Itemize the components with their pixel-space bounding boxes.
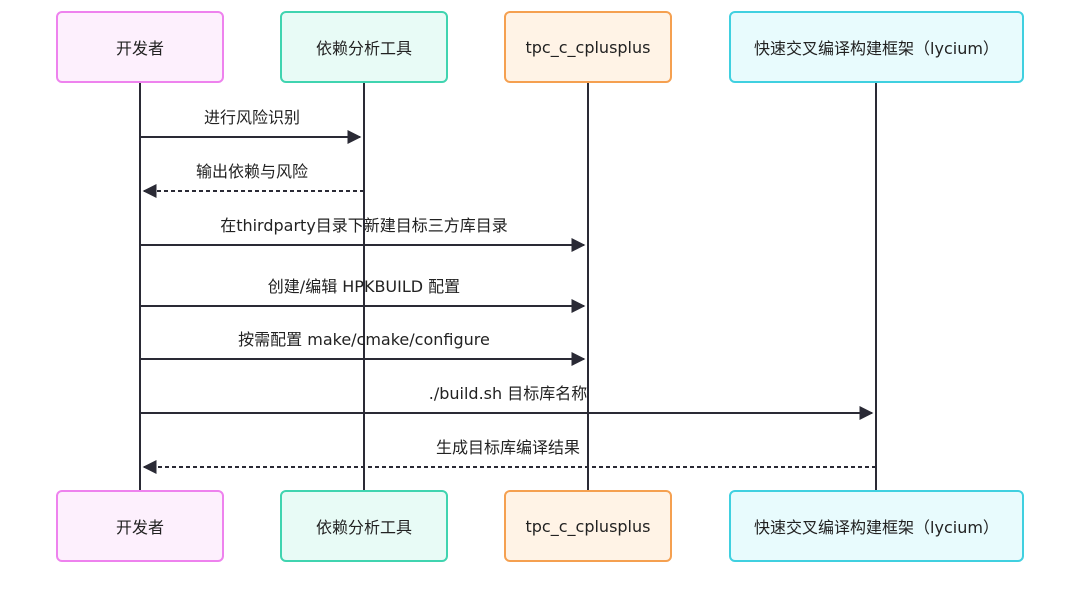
participant-box-top-3: tpc_c_cplusplus: [504, 11, 672, 83]
message-label-7: 生成目标库编译结果: [436, 438, 580, 457]
message-label-2: 输出依赖与风险: [196, 162, 308, 181]
message-label-1: 进行风险识别: [204, 108, 300, 127]
participant-box-bottom-3: tpc_c_cplusplus: [504, 490, 672, 562]
message-label-5: 按需配置 make/cmake/configure: [238, 330, 490, 349]
message-label-4: 创建/编辑 HPKBUILD 配置: [268, 277, 460, 296]
participant-box-bottom-2: 依赖分析工具: [280, 490, 448, 562]
participant-box-bottom-4: 快速交叉编译构建框架（lycium）: [729, 490, 1024, 562]
participant-box-bottom-1: 开发者: [56, 490, 224, 562]
participant-box-top-1: 开发者: [56, 11, 224, 83]
participant-box-top-4: 快速交叉编译构建框架（lycium）: [729, 11, 1024, 83]
message-label-6: ./build.sh 目标库名称: [429, 384, 587, 403]
participant-box-top-2: 依赖分析工具: [280, 11, 448, 83]
message-label-3: 在thirdparty目录下新建目标三方库目录: [220, 216, 508, 235]
